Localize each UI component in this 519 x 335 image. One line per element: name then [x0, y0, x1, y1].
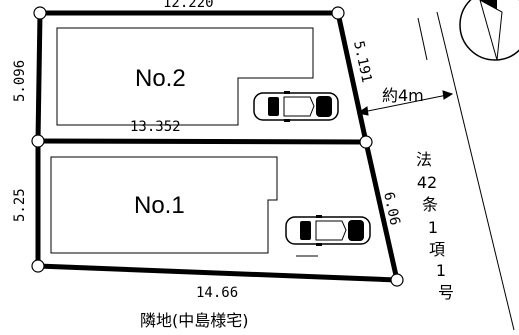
dimension-no2-left: 5.096: [12, 60, 28, 102]
corner-marker: [31, 134, 45, 148]
road-classification: 法 42 条 1 項 1 号: [416, 150, 454, 302]
road-edge-line: [417, 17, 428, 61]
dimension-no1-left: 5.25: [12, 188, 28, 222]
lot-label-no1: No.1: [134, 192, 185, 219]
boundary-shared: [35, 138, 369, 145]
corner-marker: [390, 273, 404, 287]
boundary-right-no2: [335, 10, 369, 145]
svg-text:1: 1: [436, 261, 446, 280]
road-width-label: 約4m: [382, 86, 424, 105]
dimension-bottom: 14.66: [196, 285, 238, 301]
car-icon: [285, 215, 371, 246]
dimension-top: 12.220: [163, 0, 214, 11]
road-width-arrow: [356, 90, 454, 116]
boundary-right-no1: [363, 139, 400, 283]
lot-label-no2: No.2: [135, 65, 186, 92]
building-outline-no1: [50, 156, 278, 254]
boundary-lines: [35, 10, 400, 283]
road-edge-line: [436, 11, 515, 331]
corner-markers: [31, 6, 404, 287]
neighbor-label: 隣地(中島様宅): [140, 311, 249, 330]
north-arrow-icon: [459, 0, 519, 61]
corner-marker: [33, 6, 47, 20]
svg-text:号: 号: [438, 283, 454, 302]
corner-marker: [331, 6, 345, 20]
building-outline-no2: [56, 27, 314, 126]
svg-text:法: 法: [416, 150, 432, 169]
car-icon: [253, 91, 339, 122]
svg-text:条: 条: [422, 195, 438, 214]
road-lines: [417, 11, 515, 331]
corner-marker: [359, 135, 373, 149]
svg-text:1: 1: [428, 218, 438, 237]
boundary-bottom: [35, 263, 400, 283]
corner-marker: [31, 259, 45, 273]
svg-text:項: 項: [429, 240, 445, 259]
boundary-left-no2: [35, 10, 43, 144]
dimension-no1-right: 6.06: [380, 191, 403, 227]
svg-text:42: 42: [417, 173, 437, 192]
dimension-shared: 13.352: [130, 119, 181, 135]
